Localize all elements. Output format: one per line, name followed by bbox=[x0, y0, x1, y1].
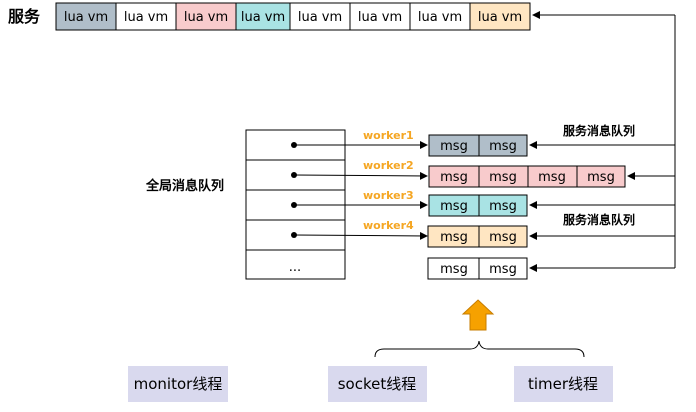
msg-label: msg bbox=[440, 139, 468, 154]
thread-label: timer线程 bbox=[528, 375, 598, 393]
service-vm-label: lua vm bbox=[478, 10, 522, 25]
service-vm-box bbox=[349, 2, 411, 31]
msg-label: msg bbox=[440, 170, 468, 185]
service-vm-label: lua vm bbox=[418, 10, 462, 25]
thread-box-bg bbox=[328, 366, 427, 402]
worker-label: worker4 bbox=[363, 219, 414, 232]
msg-cell bbox=[478, 257, 528, 280]
service-queue-label: 服务消息队列 bbox=[563, 212, 635, 227]
service-queue: msg msg msg msg bbox=[428, 165, 626, 188]
msg-cell bbox=[478, 225, 528, 248]
worker-labels: worker1 worker2 worker3 worker4 bbox=[363, 129, 414, 232]
service-vm-row: lua vm lua vm lua vm lua vm lua vm lua v… bbox=[55, 2, 531, 31]
service-queue-label: 服务消息队列 bbox=[563, 123, 635, 138]
service-connectors bbox=[529, 11, 676, 272]
msg-label: msg bbox=[440, 262, 468, 277]
thread-box-bg bbox=[128, 366, 228, 402]
msg-label: msg bbox=[489, 199, 517, 214]
service-queue: msg msg bbox=[428, 194, 528, 217]
service-queue: msg msg bbox=[427, 257, 528, 280]
service-vm: lua vm bbox=[115, 2, 177, 31]
thread-box-bg bbox=[514, 366, 613, 402]
msg-cell bbox=[478, 134, 528, 157]
service-vm-label: lua vm bbox=[184, 10, 228, 25]
service-vm: lua vm bbox=[469, 2, 531, 31]
msg-label: msg bbox=[440, 230, 468, 245]
msg-label: msg bbox=[538, 170, 566, 185]
service-queue: msg msg bbox=[428, 134, 528, 157]
msg-label: msg bbox=[489, 230, 517, 245]
services-title: 服务 bbox=[8, 7, 41, 26]
service-vm-box bbox=[175, 2, 237, 31]
msg-label: msg bbox=[587, 170, 615, 185]
service-queue: msg msg bbox=[427, 225, 528, 248]
service-vm-label: lua vm bbox=[241, 10, 285, 25]
worker-label: worker2 bbox=[363, 159, 414, 172]
service-vm-box bbox=[469, 2, 531, 31]
service-vm: lua vm bbox=[235, 2, 291, 31]
service-vm-box bbox=[115, 2, 177, 31]
service-vm-box bbox=[409, 2, 471, 31]
msg-cell bbox=[478, 194, 528, 217]
queue-pointer-arrows bbox=[293, 141, 428, 240]
global-queue-slot bbox=[245, 249, 346, 280]
worker-label: worker1 bbox=[363, 129, 414, 142]
service-vm-label: lua vm bbox=[358, 10, 402, 25]
service-vm-box bbox=[55, 2, 117, 31]
thread-label: socket线程 bbox=[338, 375, 417, 393]
thread-box: timer线程 bbox=[514, 366, 613, 402]
pointer-arrow bbox=[293, 231, 428, 240]
msg-label: msg bbox=[489, 262, 517, 277]
service-vm: lua vm bbox=[409, 2, 471, 31]
service-vm-box bbox=[289, 2, 351, 31]
service-vm: lua vm bbox=[349, 2, 411, 31]
msg-cell bbox=[576, 165, 626, 188]
msg-label: msg bbox=[489, 170, 517, 185]
msg-label: msg bbox=[440, 199, 468, 214]
worker-label: worker3 bbox=[363, 189, 414, 202]
service-vm: lua vm bbox=[289, 2, 351, 31]
service-vm: lua vm bbox=[55, 2, 117, 31]
curly-brace bbox=[374, 340, 585, 358]
service-vm-label: lua vm bbox=[64, 10, 108, 25]
pointer-arrow bbox=[293, 171, 428, 180]
msg-label: msg bbox=[489, 139, 517, 154]
up-arrow-icon bbox=[461, 299, 495, 331]
service-vm-label: lua vm bbox=[124, 10, 168, 25]
thread-label: monitor线程 bbox=[134, 375, 223, 393]
global-queue-ellipsis: ... bbox=[289, 260, 301, 275]
thread-box: monitor线程 bbox=[128, 366, 228, 402]
service-vm: lua vm bbox=[175, 2, 237, 31]
global-queue-title: 全局消息队列 bbox=[145, 178, 224, 194]
service-vm-label: lua vm bbox=[298, 10, 342, 25]
thread-box: socket线程 bbox=[328, 366, 427, 402]
